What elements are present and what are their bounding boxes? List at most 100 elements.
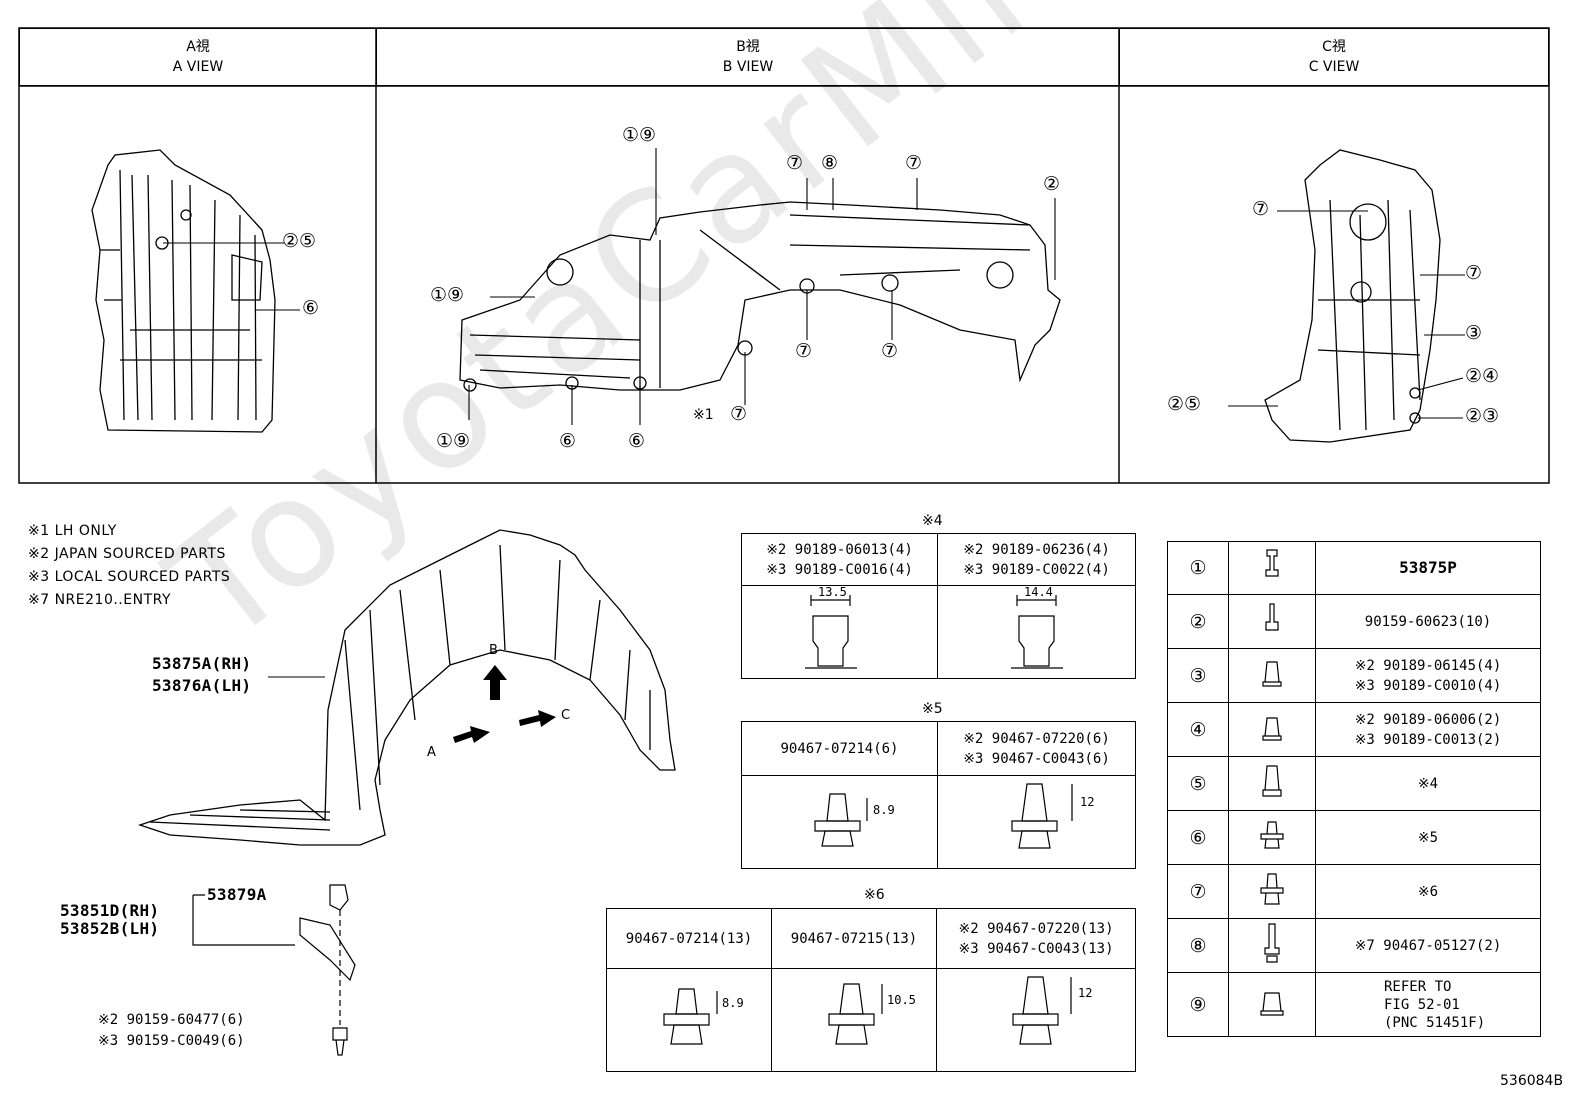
legend-num: ④: [1189, 718, 1207, 741]
s6-clip-drawing-1: 8.9: [663, 988, 744, 1045]
bracket-lh-label: 53852B(LH): [60, 919, 160, 938]
clip-icon: [1228, 864, 1316, 919]
screw-jp-label: ※2 90159-60477(6): [98, 1012, 245, 1028]
b-view-header: B視 B VIEW: [376, 28, 1120, 86]
b-callout-6-b: ⑥: [628, 430, 646, 452]
legend-num: ③: [1189, 664, 1207, 687]
b-view-leaders: [468, 148, 1056, 425]
b-callout-7-a: ⑦: [786, 152, 804, 174]
s6-table: 90467-07214(13) 90467-07215(13) ※2 90467…: [606, 908, 1136, 1072]
legend-part: ※6: [1417, 883, 1439, 900]
views-frame: [18, 27, 1550, 484]
fastener-legend-table: ① 53875P ② 90159-60623(10) ③ ※2 90189-06145…: [1167, 541, 1541, 1037]
s6-dim-1: 8.9: [722, 996, 744, 1010]
c-view-leaders: [1228, 210, 1465, 419]
s6-title: ※6: [864, 887, 885, 903]
c-callout-7-a: ⑦: [1252, 198, 1270, 220]
note-2: ※2 JAPAN SOURCED PARTS: [28, 546, 226, 562]
screw-icon: [1228, 541, 1316, 595]
s4-col1-jp: ※2 90189-06013(4): [766, 541, 913, 558]
s4-col1-local: ※3 90189-C0016(4): [766, 561, 913, 578]
figure-id: 536084B: [1500, 1073, 1564, 1089]
s5-clip-drawing-2: 12: [1010, 783, 1094, 849]
s6-col2: 90467-07215(13): [790, 930, 918, 947]
legend-num: ⑨: [1189, 993, 1207, 1016]
legend-row: ⑦※6: [1167, 864, 1541, 919]
c-view-header: C視 C VIEW: [1119, 28, 1549, 86]
a-view-header: A視 A VIEW: [19, 28, 377, 86]
b-callout-7-d: ⑦: [881, 340, 899, 362]
legend-part: ※5: [1417, 829, 1439, 846]
note-3: ※3 LOCAL SOURCED PARTS: [28, 569, 231, 585]
b-callout-7-c: ⑦: [795, 340, 813, 362]
s5-dim-2: 12: [1080, 795, 1094, 809]
s4-col2-jp: ※2 90189-06236(4): [963, 541, 1110, 558]
b-callout-1-9-bottom: ①⑨: [436, 430, 471, 452]
legend-part: 53875P: [1399, 558, 1457, 577]
a-view-title-jp: A視: [186, 39, 210, 55]
legend-part: 90159-60623(10): [1364, 613, 1492, 630]
a-view-drawing: [91, 149, 276, 433]
legend-part: ※2 90189-06145(4) ※3 90189-C0010(4): [1354, 657, 1502, 694]
s6-dim-3: 12: [1078, 986, 1092, 1000]
s6-col3-jp: ※2 90467-07220(13): [958, 920, 1114, 937]
legend-row: ⑨ REFER TO FIG 52-01 (PNC 51451F): [1167, 972, 1541, 1037]
screw-local-label: ※3 90159-C0049(6): [98, 1033, 245, 1049]
screw-icon: [1228, 594, 1316, 649]
legend-row: ⑧ ※7 90467-05127(2): [1167, 918, 1541, 973]
legend-part: ※2 90189-06006(2) ※3 90189-C0013(2): [1354, 711, 1502, 748]
legend-row: ③ ※2 90189-06145(4) ※3 90189-C0010(4): [1167, 648, 1541, 703]
s4-title: ※4: [922, 513, 943, 529]
nut-icon: [1228, 702, 1316, 757]
b-callout-1-9-left: ①⑨: [430, 284, 465, 306]
s6-clip-drawing-2: 10.5: [828, 983, 916, 1045]
b-callout-1-9-top: ①⑨: [622, 124, 657, 146]
c-callout-3: ③: [1465, 322, 1483, 344]
s5-table: 90467-07214(6) ※2 90467-07220(6)※3 90467…: [741, 721, 1136, 869]
legend-part: ※4: [1417, 775, 1439, 792]
a-view-leaders: [163, 242, 300, 311]
nut-icon: [1228, 756, 1316, 811]
s6-col3-local: ※3 90467-C0043(13): [958, 940, 1114, 957]
legend-row: ② 90159-60623(10): [1167, 594, 1541, 649]
s4-nut-drawing-1: 13.5: [804, 585, 857, 669]
clip-label: 53879A: [207, 885, 267, 904]
b-callout-6-a: ⑥: [559, 430, 577, 452]
legend-num: ①: [1189, 557, 1207, 579]
clip-53879a: [192, 884, 356, 1056]
legend-num: ⑤: [1189, 772, 1207, 795]
bracket-rh-label: 53851D(RH): [60, 901, 160, 920]
legend-part: REFER TO FIG 52-01 (PNC 51451F): [1384, 978, 1486, 1031]
c-callout-2-4: ②④: [1465, 365, 1500, 387]
s5-col1: 90467-07214(6): [780, 740, 899, 757]
s4-dim-2: 14.4: [1024, 586, 1053, 599]
c-view-title-jp: C視: [1322, 39, 1346, 55]
note-1: ※1 LH ONLY: [28, 523, 117, 539]
c-view-title-en: C VIEW: [1308, 59, 1360, 75]
arrow-c-label: C: [561, 708, 571, 723]
a-callout-2-5: ②⑤: [282, 230, 317, 252]
b-callout-7-e: ⑦: [730, 403, 748, 425]
legend-row: ⑤ ※4: [1167, 756, 1541, 811]
rivet-icon: [1228, 918, 1316, 973]
s5-title: ※5: [922, 701, 943, 717]
s4-table: ※2 90189-06013(4) ※3 90189-C0016(4) ※2 90…: [741, 533, 1136, 679]
b-callout-8: ⑧: [821, 152, 839, 174]
arrow-a-label: A: [427, 745, 436, 760]
c-view-drawing: [1264, 149, 1441, 443]
fender-liner-drawing: [137, 529, 676, 1056]
legend-part: ※7 90467-05127(2): [1354, 937, 1502, 954]
b-note-lh-only: ※1: [693, 407, 714, 423]
legend-num: ⑥: [1189, 826, 1207, 849]
b-callout-2: ②: [1043, 173, 1061, 195]
a-callout-6: ⑥: [302, 297, 320, 319]
b-view-title-en: B VIEW: [722, 59, 774, 75]
legend-num: ⑧: [1189, 934, 1207, 957]
s5-col2-jp: ※2 90467-07220(6): [963, 730, 1110, 747]
nut-icon: [1228, 972, 1316, 1037]
a-view-title-en: A VIEW: [172, 59, 224, 75]
legend-row: ⑥ ※5: [1167, 810, 1541, 865]
legend-num: ②: [1189, 610, 1207, 633]
s5-clip-drawing-1: 8.9: [813, 793, 894, 847]
s6-col1: 90467-07214(13): [625, 930, 753, 947]
